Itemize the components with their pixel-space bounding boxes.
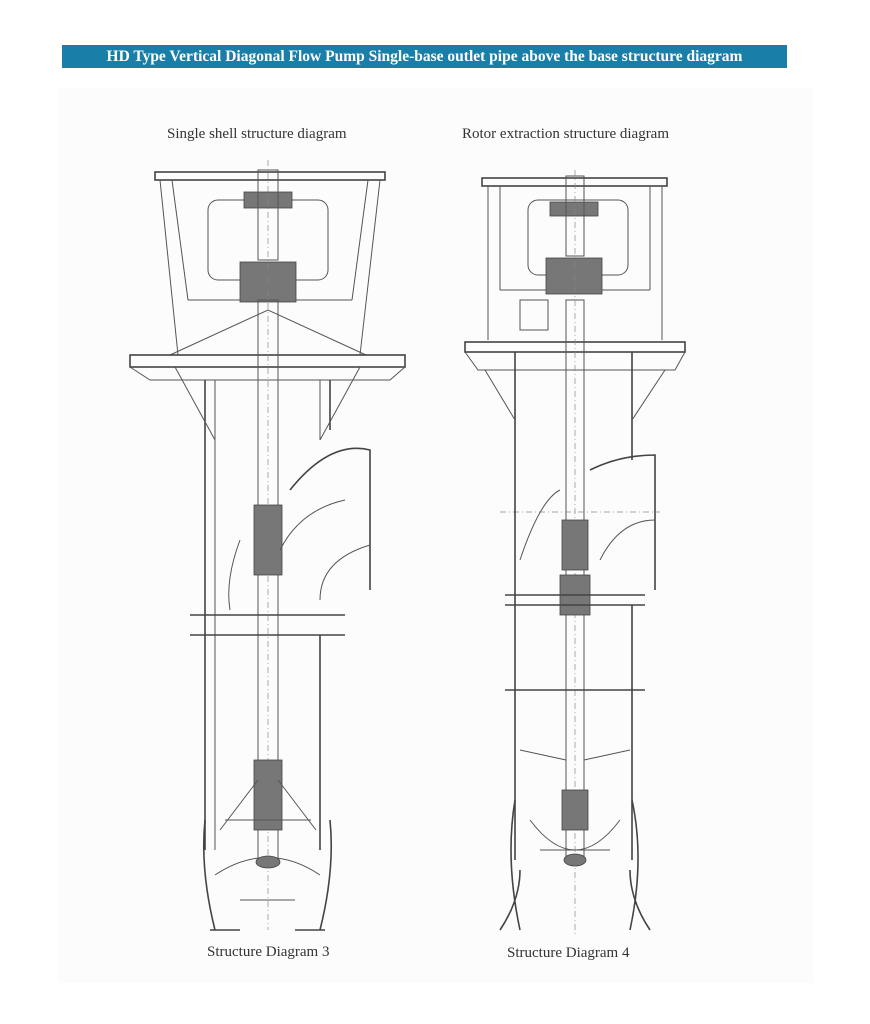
page-banner-title: HD Type Vertical Diagonal Flow Pump Sing… [62,45,787,68]
coupling [545,175,603,295]
diagram-3-title: Single shell structure diagram [167,126,347,142]
diagram-3-caption: Structure Diagram 3 [207,944,330,960]
pump-column [174,366,371,850]
impeller-bowl [499,799,651,931]
structure-diagram-3 [129,160,406,931]
impeller-bowl [202,779,333,931]
pump-column [484,352,666,860]
diagram-4-title: Rotor extraction structure diagram [462,126,670,142]
diagram-panel [58,88,813,983]
structure-diagram-4 [464,170,686,935]
shaft [253,160,283,930]
diagram-4-caption: Structure Diagram 4 [507,945,630,961]
